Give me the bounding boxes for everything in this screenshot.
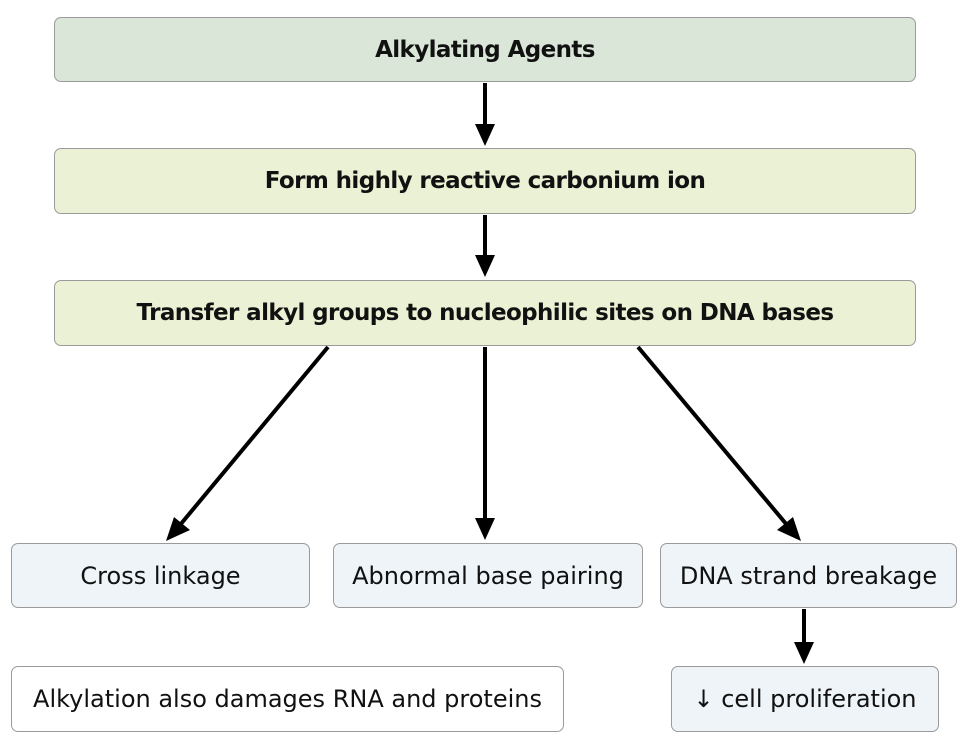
node-abnormal-base-pairing-label: Abnormal base pairing <box>352 561 624 590</box>
node-note: Alkylation also damages RNA and proteins <box>11 666 564 732</box>
arrowhead-agents-to-ion <box>475 124 495 146</box>
node-cross-linkage-label: Cross linkage <box>80 561 241 590</box>
arrowhead-transfer-to-cross <box>166 517 190 541</box>
arrow-transfer-to-strand <box>636 345 789 527</box>
arrowhead-strand-to-prolif <box>794 642 814 664</box>
node-alkylating-agents-label: Alkylating Agents <box>375 36 595 63</box>
arrowhead-transfer-to-strand <box>777 517 801 541</box>
arrowhead-transfer-to-abnormal <box>475 518 495 540</box>
node-transfer-alkyl-label: Transfer alkyl groups to nucleophilic si… <box>136 300 835 326</box>
node-dna-strand-breakage: DNA strand breakage <box>660 543 957 608</box>
arrowhead-ion-to-transfer <box>475 255 495 277</box>
node-cross-linkage: Cross linkage <box>11 543 310 608</box>
arrow-transfer-to-cross <box>178 345 330 527</box>
node-cell-proliferation-label: ↓ cell proliferation <box>693 685 917 713</box>
node-carbonium-ion-label: Form highly reactive carbonium ion <box>264 168 706 194</box>
node-cell-proliferation: ↓ cell proliferation <box>671 666 939 732</box>
node-transfer-alkyl: Transfer alkyl groups to nucleophilic si… <box>54 280 916 346</box>
node-abnormal-base-pairing: Abnormal base pairing <box>333 543 643 608</box>
node-note-label: Alkylation also damages RNA and proteins <box>33 685 542 713</box>
node-dna-strand-breakage-label: DNA strand breakage <box>679 561 938 590</box>
node-alkylating-agents: Alkylating Agents <box>54 17 916 82</box>
node-carbonium-ion: Form highly reactive carbonium ion <box>54 148 916 214</box>
